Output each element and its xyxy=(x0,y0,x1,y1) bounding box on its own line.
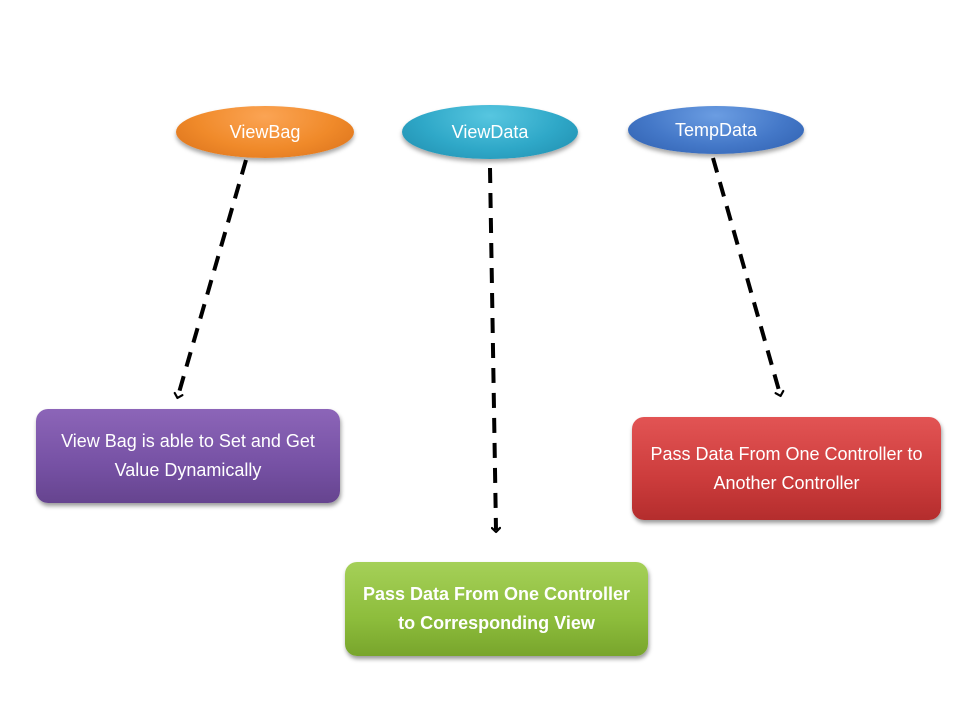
arrow-viewdata xyxy=(488,167,496,530)
viewdata-description: Pass Data From One Controller to Corresp… xyxy=(362,584,631,633)
tempdata-description: Pass Data From One Controller to Another… xyxy=(650,443,923,493)
viewdata-label: ViewData xyxy=(451,121,529,142)
viewdata-description-box: Pass Data From One Controller to Corresp… xyxy=(345,562,648,656)
tempdata-node: TempData xyxy=(628,106,804,154)
viewdata-node: ViewData xyxy=(402,105,578,159)
viewbag-description-box: View Bag is able to Set and Get Value Dy… xyxy=(36,409,340,503)
arrow-viewbag xyxy=(178,159,248,396)
arrow-tempdata xyxy=(711,157,780,394)
viewbag-description: View Bag is able to Set and Get Value Dy… xyxy=(61,431,315,480)
viewbag-label: ViewBag xyxy=(229,121,301,142)
viewbag-node: ViewBag xyxy=(176,106,354,158)
tempdata-label: TempData xyxy=(674,119,758,140)
tempdata-description-box: Pass Data From One Controller to Another… xyxy=(632,417,941,520)
